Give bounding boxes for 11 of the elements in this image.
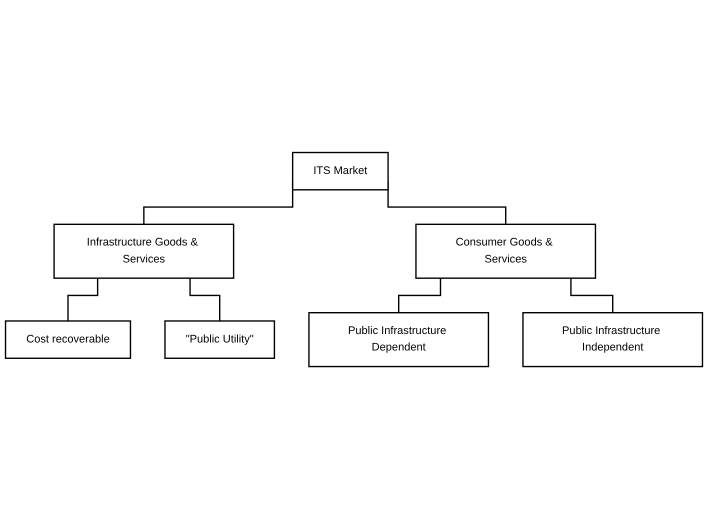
connector — [398, 278, 442, 314]
connector — [67, 278, 98, 322]
node-box: ITS Market — [292, 152, 389, 190]
node-box: Consumer Goods & Services — [415, 224, 596, 279]
connector — [189, 278, 220, 322]
node-box: Infrastructure Goods & Services — [53, 224, 234, 279]
node-box: Public Infrastructure Independent — [522, 312, 704, 368]
node-box: Public Infrastructure Dependent — [308, 312, 490, 368]
node-box: Cost recoverable — [4, 320, 132, 359]
node-box: "Public Utility" — [164, 320, 276, 359]
connector — [570, 278, 614, 314]
